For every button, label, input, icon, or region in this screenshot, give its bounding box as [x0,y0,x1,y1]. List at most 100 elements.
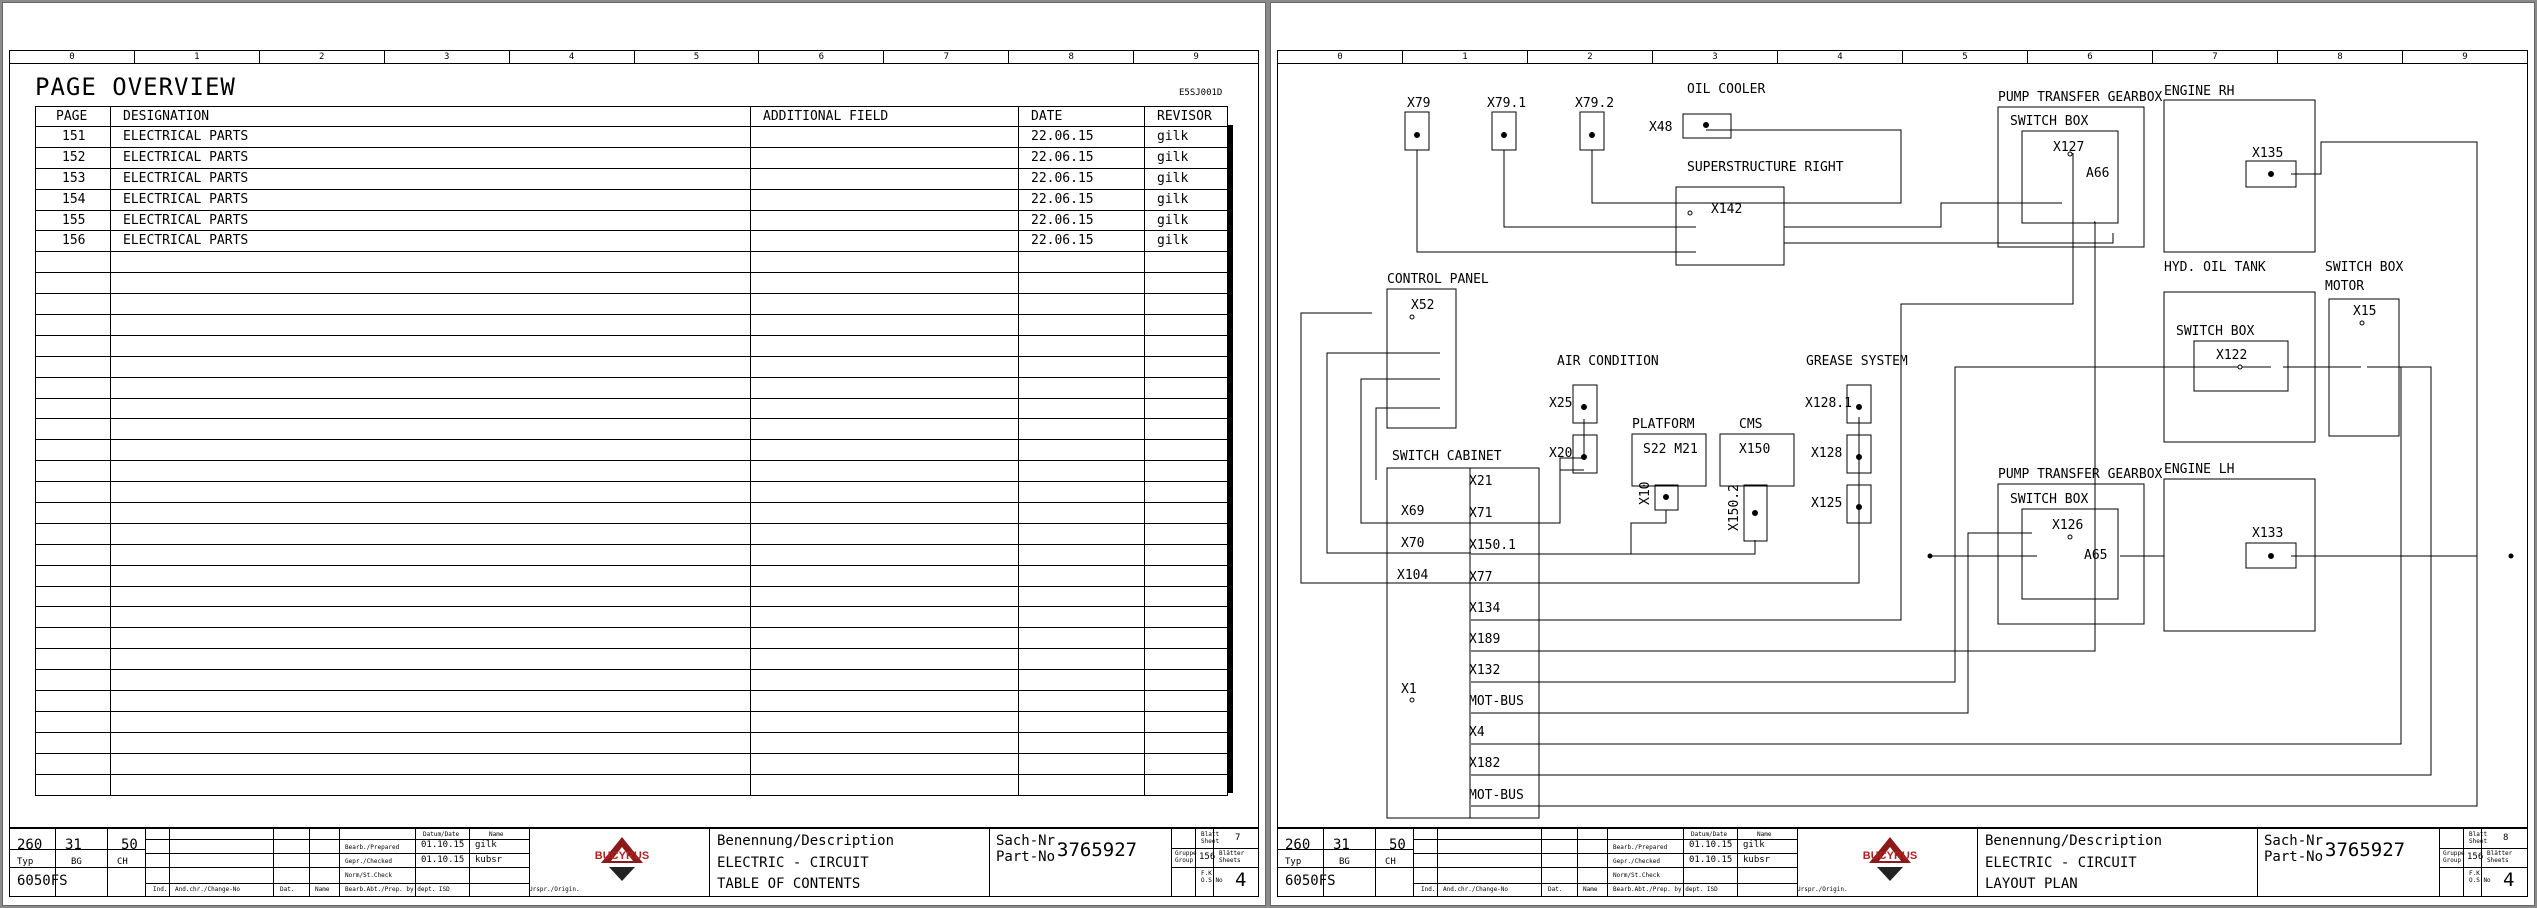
tb-31: 31 [1333,837,1350,853]
tb-check-date: 01.10.15 [421,855,465,865]
title-block-rule [145,839,529,840]
title-block-divider [1977,829,1978,897]
tb-datum: Datum/Date [1691,831,1728,838]
cell-empty [1144,272,1228,295]
ruler-column-2: 2 [260,51,385,63]
ruler-column-3: 3 [1653,51,1778,63]
cell-empty [110,690,751,712]
ruler-column-5: 5 [1903,51,2028,63]
cell-revisor: gilk [1144,230,1228,253]
ruler-column-9: 9 [1193,52,1199,62]
title-block-divider [1437,829,1438,897]
switch-cabinet-box [1386,467,1540,819]
title-block-divider [1375,829,1376,897]
cell-revisor: gilk [1144,167,1228,190]
cell-empty [110,543,751,566]
label-x21: X21 [1469,474,1492,489]
table-row-empty [35,606,1228,629]
label-engine_lh: ENGINE LH [2164,462,2234,477]
cell-empty [110,502,751,524]
ruler-column-7: 7 [2153,51,2278,63]
pump-gearbox-bottom [1997,483,2145,625]
tb-bg: BG [1339,857,1350,867]
engine-rh-box [2163,99,2316,253]
table-row-empty [35,731,1228,754]
cell-empty [110,355,751,378]
tb-benennung: Benennung/Description [1985,833,2163,849]
label-switchbox_hyd: SWITCH BOX [2176,324,2254,339]
cell-empty [110,376,751,399]
cell-empty [1018,251,1145,274]
tb-prep-name: gilk [1743,840,1765,850]
cell-empty [110,418,751,441]
cell-empty [750,460,1019,483]
label-switchbox_bottom: SWITCH BOX [2010,492,2088,507]
cell-empty [1144,251,1228,274]
label-x48: X48 [1649,120,1672,135]
title-block-divider [529,829,530,897]
title-block-rule [1277,867,1413,868]
cell-empty [110,669,751,692]
title-block-divider [145,829,146,897]
cell-empty [35,690,111,712]
title-block-rule [1171,867,1259,868]
title-block-divider [1797,829,1798,897]
cell-empty [35,481,111,504]
ruler-column-7: 7 [884,51,1010,63]
label-x1281: X128.1 [1805,396,1852,411]
ruler-column-6: 6 [759,51,885,63]
tb-group: Group [2443,857,2462,864]
cell-empty [1144,460,1228,483]
cell-empty [1144,418,1228,441]
cell-additional [750,230,1019,253]
cell-empty [1144,731,1228,754]
tb-part-value: 3765927 [2325,839,2406,861]
cell-revisor: gilk [1144,126,1228,148]
cell-empty [1018,460,1145,483]
label-grease: GREASE SYSTEM [1806,354,1908,369]
cell-empty [35,752,111,775]
tb-check-name: kubsr [1743,855,1771,865]
tb-bg: BG [71,857,82,867]
cell-designation: ELECTRICAL PARTS [110,167,751,190]
cell-revisor: gilk [1144,209,1228,232]
tb-prep-name: gilk [475,840,497,850]
table-row-empty [35,522,1228,545]
label-cms: CMS [1739,417,1762,432]
cell-empty [35,710,111,733]
cell-empty [1144,543,1228,566]
col-header-date: DATE [1018,106,1145,127]
label-x135: X135 [2252,146,2283,161]
cell-empty [750,418,1019,441]
cell-revisor: gilk [1144,146,1228,169]
table-row-empty [35,627,1228,650]
cell-empty [750,397,1019,420]
tb-partno: Part-No [2264,849,2324,865]
cell-empty [750,439,1019,462]
cell-additional [750,188,1019,211]
cell-empty [750,481,1019,504]
bucyrus-logo: BUCYRUS [587,833,657,888]
cell-empty [1144,439,1228,462]
table-row-empty [35,585,1228,608]
label-pump_bottom: PUMP TRANSFER GEARBOX [1998,467,2163,482]
cell-page: 154 [35,188,111,211]
cell-empty [1018,334,1145,357]
label-x182: X182 [1469,756,1500,771]
cell-empty [750,293,1019,316]
title-block-divider [107,829,108,897]
cell-empty [750,314,1019,336]
table-row-empty [35,314,1228,336]
cell-empty [110,627,751,650]
label-x142: X142 [1711,202,1742,217]
cell-additional [750,209,1019,232]
connector-symbols [1409,122,2514,703]
label-control_panel: CONTROL PANEL [1387,272,1489,287]
label-x150: X150 [1739,442,1770,457]
control-panel-box [1386,288,1457,429]
cell-page: 153 [35,167,111,190]
